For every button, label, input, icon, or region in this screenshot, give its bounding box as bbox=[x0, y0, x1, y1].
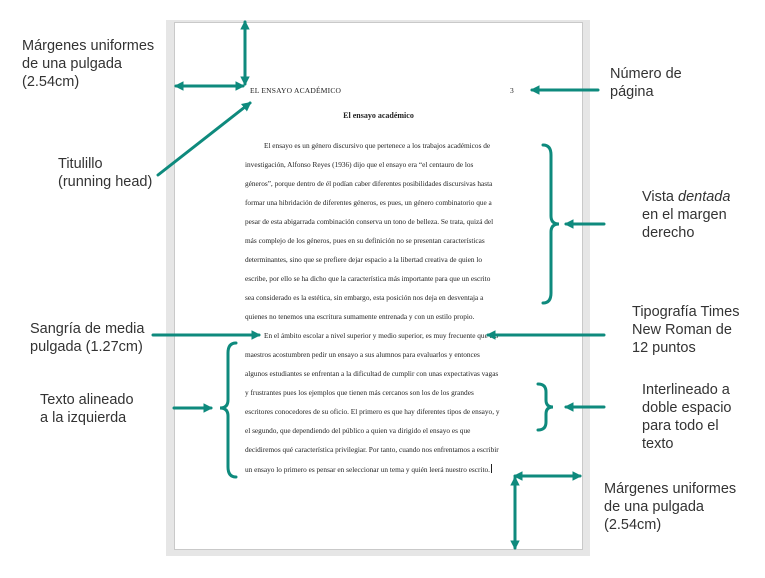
body-line: formar una hibridación de diferentes gén… bbox=[245, 198, 492, 207]
body-line-last: un ensayo lo primero es pensar en selecc… bbox=[245, 464, 492, 474]
body-line: quienes no tenemos una escritura sumamen… bbox=[245, 312, 475, 321]
double-space-brace bbox=[536, 382, 554, 432]
body-line: determinantes, sino que se prefiere deja… bbox=[245, 255, 483, 264]
body-line-text: un ensayo lo primero es pensar en selecc… bbox=[245, 465, 490, 474]
body-line: decidiremos qué característica privilegi… bbox=[245, 445, 499, 454]
body-line: sea considerado es la estética, sin emba… bbox=[245, 293, 484, 302]
body-line: pesar de esta abigarrada combinación con… bbox=[245, 217, 494, 226]
body-line: escribe, por ello se ha dicho que la car… bbox=[245, 274, 491, 283]
running-head-text: EL ENSAYO ACADÉMICO bbox=[250, 86, 342, 95]
body-line: y frustrantes pues los ejemplos que tien… bbox=[245, 388, 474, 397]
document-title: El ensayo académico bbox=[343, 111, 414, 120]
jagged-margin-brace bbox=[541, 143, 560, 305]
body-line: géneros”, porque dentro de él podían cab… bbox=[245, 179, 493, 188]
body-line: más complejo de los géneros, pues en su … bbox=[245, 236, 485, 245]
left-align-brace bbox=[219, 341, 238, 479]
body-line: escritores conocedores de su oficio. El … bbox=[245, 407, 500, 416]
body-line: maestros acostumbren pedir un ensayo a s… bbox=[245, 350, 480, 359]
page-number-text: 3 bbox=[510, 86, 514, 95]
body-line: El ensayo es un género discursivo que pe… bbox=[264, 141, 491, 150]
body-line: algunos estudiantes se enfrentan a la di… bbox=[245, 369, 499, 378]
body-line: el segundo, que dependiendo del público … bbox=[245, 426, 471, 435]
text-cursor bbox=[490, 464, 492, 473]
body-line: En el ámbito escolar a nivel superior y … bbox=[264, 331, 499, 340]
running-head-arrow bbox=[156, 101, 252, 177]
running-head-label: Titulillo(running head) bbox=[58, 156, 153, 190]
body-line: investigación, Alfonso Reyes (1936) dijo… bbox=[245, 160, 474, 169]
